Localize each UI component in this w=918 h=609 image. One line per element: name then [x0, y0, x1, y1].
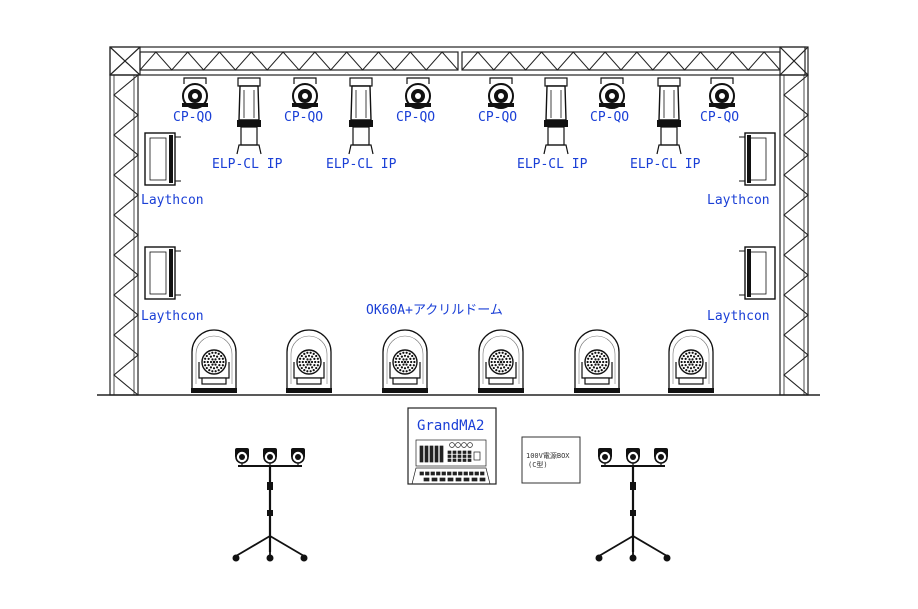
truss-leg-lattice — [113, 74, 809, 396]
fixture-labels: CP-QO CP-QO CP-QO CP-QO CP-QO CP-QO ELP-… — [141, 110, 770, 324]
elp-fixtures — [236, 77, 682, 155]
cp-qo-fixture — [709, 77, 735, 109]
cp-qo-label-3: CP-QO — [396, 110, 435, 125]
top-truss-left-section — [139, 51, 459, 71]
elp-label-1: ELP-CL IP — [212, 157, 283, 172]
grandma2-console: GrandMA2 — [407, 407, 497, 485]
elp-label-3: ELP-CL IP — [517, 157, 588, 172]
floor-stand-fixture — [595, 448, 671, 562]
cp-qo-label-5: CP-QO — [590, 110, 629, 125]
laythcon-label-left-upper: Laythcon — [141, 193, 204, 208]
cp-qo-fixture — [182, 77, 208, 109]
ok60a-dome-fixture — [668, 329, 714, 393]
floor-stand-fixture — [232, 448, 308, 562]
ok60a-dome-fixture — [191, 329, 237, 393]
laythcon-label-right-upper: Laythcon — [707, 193, 770, 208]
laythcon-fixture — [739, 132, 776, 186]
cp-qo-label-4: CP-QO — [478, 110, 517, 125]
laythcon-label-left-lower: Laythcon — [141, 309, 204, 324]
laythcon-fixture — [144, 246, 181, 300]
laythcon-label-right-lower: Laythcon — [707, 309, 770, 324]
elp-fixture — [656, 77, 682, 155]
ok60a-label: OK60A+アクリルドーム — [366, 303, 503, 318]
cp-qo-fixture — [488, 77, 514, 109]
elp-fixture — [236, 77, 262, 155]
cp-qo-fixture — [599, 77, 625, 109]
power-box-label-line2: (C型) — [528, 460, 548, 469]
cp-qo-label-2: CP-QO — [284, 110, 323, 125]
cp-qo-fixtures — [182, 77, 735, 109]
power-box: 100V電源BOX (C型) — [521, 436, 581, 484]
cp-qo-label-6: CP-QO — [700, 110, 739, 125]
console-keys — [411, 439, 491, 485]
ok60a-dome-fixture — [286, 329, 332, 393]
laythcon-fixture — [144, 132, 181, 186]
cp-qo-fixture — [292, 77, 318, 109]
cp-qo-fixture — [405, 77, 431, 109]
ok60a-dome-fixture — [478, 329, 524, 393]
elp-fixture — [543, 77, 569, 155]
elp-fixture — [348, 77, 374, 155]
top-truss-right-section — [461, 51, 781, 71]
ok60a-dome-fixture — [574, 329, 620, 393]
laythcon-fixture — [739, 246, 776, 300]
cp-qo-label-1: CP-QO — [173, 110, 212, 125]
truss-structure — [97, 46, 820, 396]
elp-label-2: ELP-CL IP — [326, 157, 397, 172]
power-box-label-line1: 100V電源BOX — [526, 451, 570, 460]
ok60a-dome-fixture — [382, 329, 428, 393]
top-truss-lattice — [139, 51, 781, 71]
ok60a-dome-fixtures — [191, 329, 714, 393]
laythcon-fixtures — [144, 132, 776, 300]
grandma2-label: GrandMA2 — [417, 418, 484, 434]
floor-stand-fixtures — [232, 448, 671, 562]
elp-label-4: ELP-CL IP — [630, 157, 701, 172]
